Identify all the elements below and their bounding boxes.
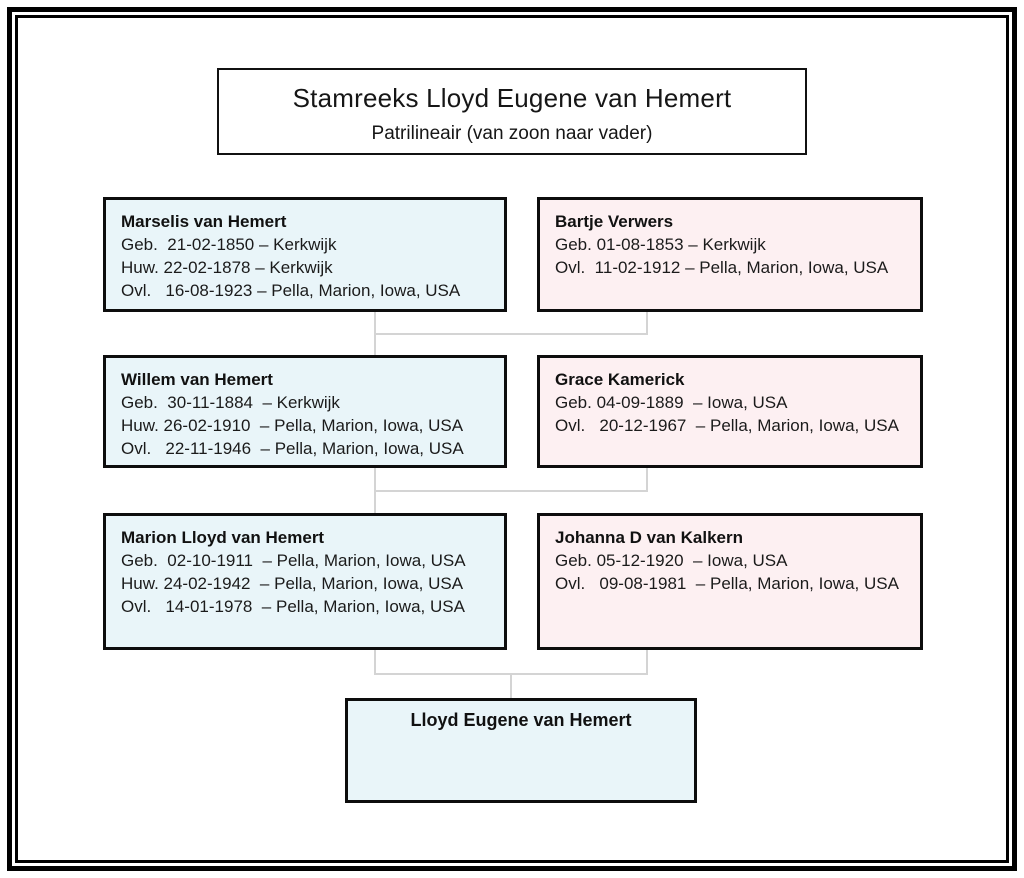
person-detail-line: Ovl. 22-11-1946 – Pella, Marion, Iowa, U… — [121, 439, 464, 458]
person-name: Grace Kamerick — [555, 370, 685, 389]
person-box-gen3-father: Marion Lloyd van Hemert Geb. 02-10-1911 … — [103, 513, 507, 650]
connector-horizontal — [374, 490, 648, 492]
person-box-gen1-mother: Bartje Verwers Geb. 01-08-1853 – Kerkwij… — [537, 197, 923, 312]
chart-subtitle: Patrilineair (van zoon naar vader) — [371, 123, 653, 144]
person-detail-line: Ovl. 20-12-1967 – Pella, Marion, Iowa, U… — [555, 416, 899, 435]
connector-vertical — [646, 312, 648, 335]
subject-box: Lloyd Eugene van Hemert — [345, 698, 697, 803]
person-detail-line: Ovl. 16-08-1923 – Pella, Marion, Iowa, U… — [121, 281, 461, 300]
connector-horizontal — [374, 333, 648, 335]
connector-vertical — [374, 468, 376, 513]
person-detail-line: Geb. 02-10-1911 – Pella, Marion, Iowa, U… — [121, 551, 466, 570]
person-box-gen2-mother: Grace Kamerick Geb. 04-09-1889 – Iowa, U… — [537, 355, 923, 468]
person-name: Willem van Hemert — [121, 370, 273, 389]
connector-vertical — [646, 468, 648, 492]
chart-title: Stamreeks Lloyd Eugene van Hemert — [292, 83, 732, 113]
person-detail-line: Ovl. 11-02-1912 – Pella, Marion, Iowa, U… — [555, 258, 889, 277]
subject-name: Lloyd Eugene van Hemert — [410, 710, 632, 730]
connector-vertical — [510, 673, 512, 698]
connector-vertical — [646, 650, 648, 675]
person-detail-line: Huw. 22-02-1878 – Kerkwijk — [121, 258, 333, 277]
connector-vertical — [374, 650, 376, 675]
person-box-gen2-father: Willem van Hemert Geb. 30-11-1884 – Kerk… — [103, 355, 507, 468]
person-detail-line: Ovl. 09-08-1981 – Pella, Marion, Iowa, U… — [555, 574, 899, 593]
person-box-gen3-mother: Johanna D van Kalkern Geb. 05-12-1920 – … — [537, 513, 923, 650]
person-name: Johanna D van Kalkern — [555, 528, 744, 547]
connector-horizontal — [374, 673, 648, 675]
title-box: Stamreeks Lloyd Eugene van Hemert Patril… — [217, 68, 807, 155]
person-detail-line: Huw. 26-02-1910 – Pella, Marion, Iowa, U… — [121, 416, 464, 435]
person-detail-line: Geb. 01-08-1853 – Kerkwijk — [555, 235, 766, 254]
person-detail-line: Geb. 05-12-1920 – Iowa, USA — [555, 551, 788, 570]
person-name: Marion Lloyd van Hemert — [121, 528, 325, 547]
person-detail-line: Geb. 04-09-1889 – Iowa, USA — [555, 393, 788, 412]
person-name: Bartje Verwers — [555, 212, 674, 231]
person-detail-line: Huw. 24-02-1942 – Pella, Marion, Iowa, U… — [121, 574, 464, 593]
person-detail-line: Ovl. 14-01-1978 – Pella, Marion, Iowa, U… — [121, 597, 465, 616]
person-detail-line: Geb. 30-11-1884 – Kerkwijk — [121, 393, 340, 412]
person-detail-line: Geb. 21-02-1850 – Kerkwijk — [121, 235, 337, 254]
connector-vertical — [374, 312, 376, 355]
person-box-gen1-father: Marselis van Hemert Geb. 21-02-1850 – Ke… — [103, 197, 507, 312]
person-name: Marselis van Hemert — [121, 212, 287, 231]
